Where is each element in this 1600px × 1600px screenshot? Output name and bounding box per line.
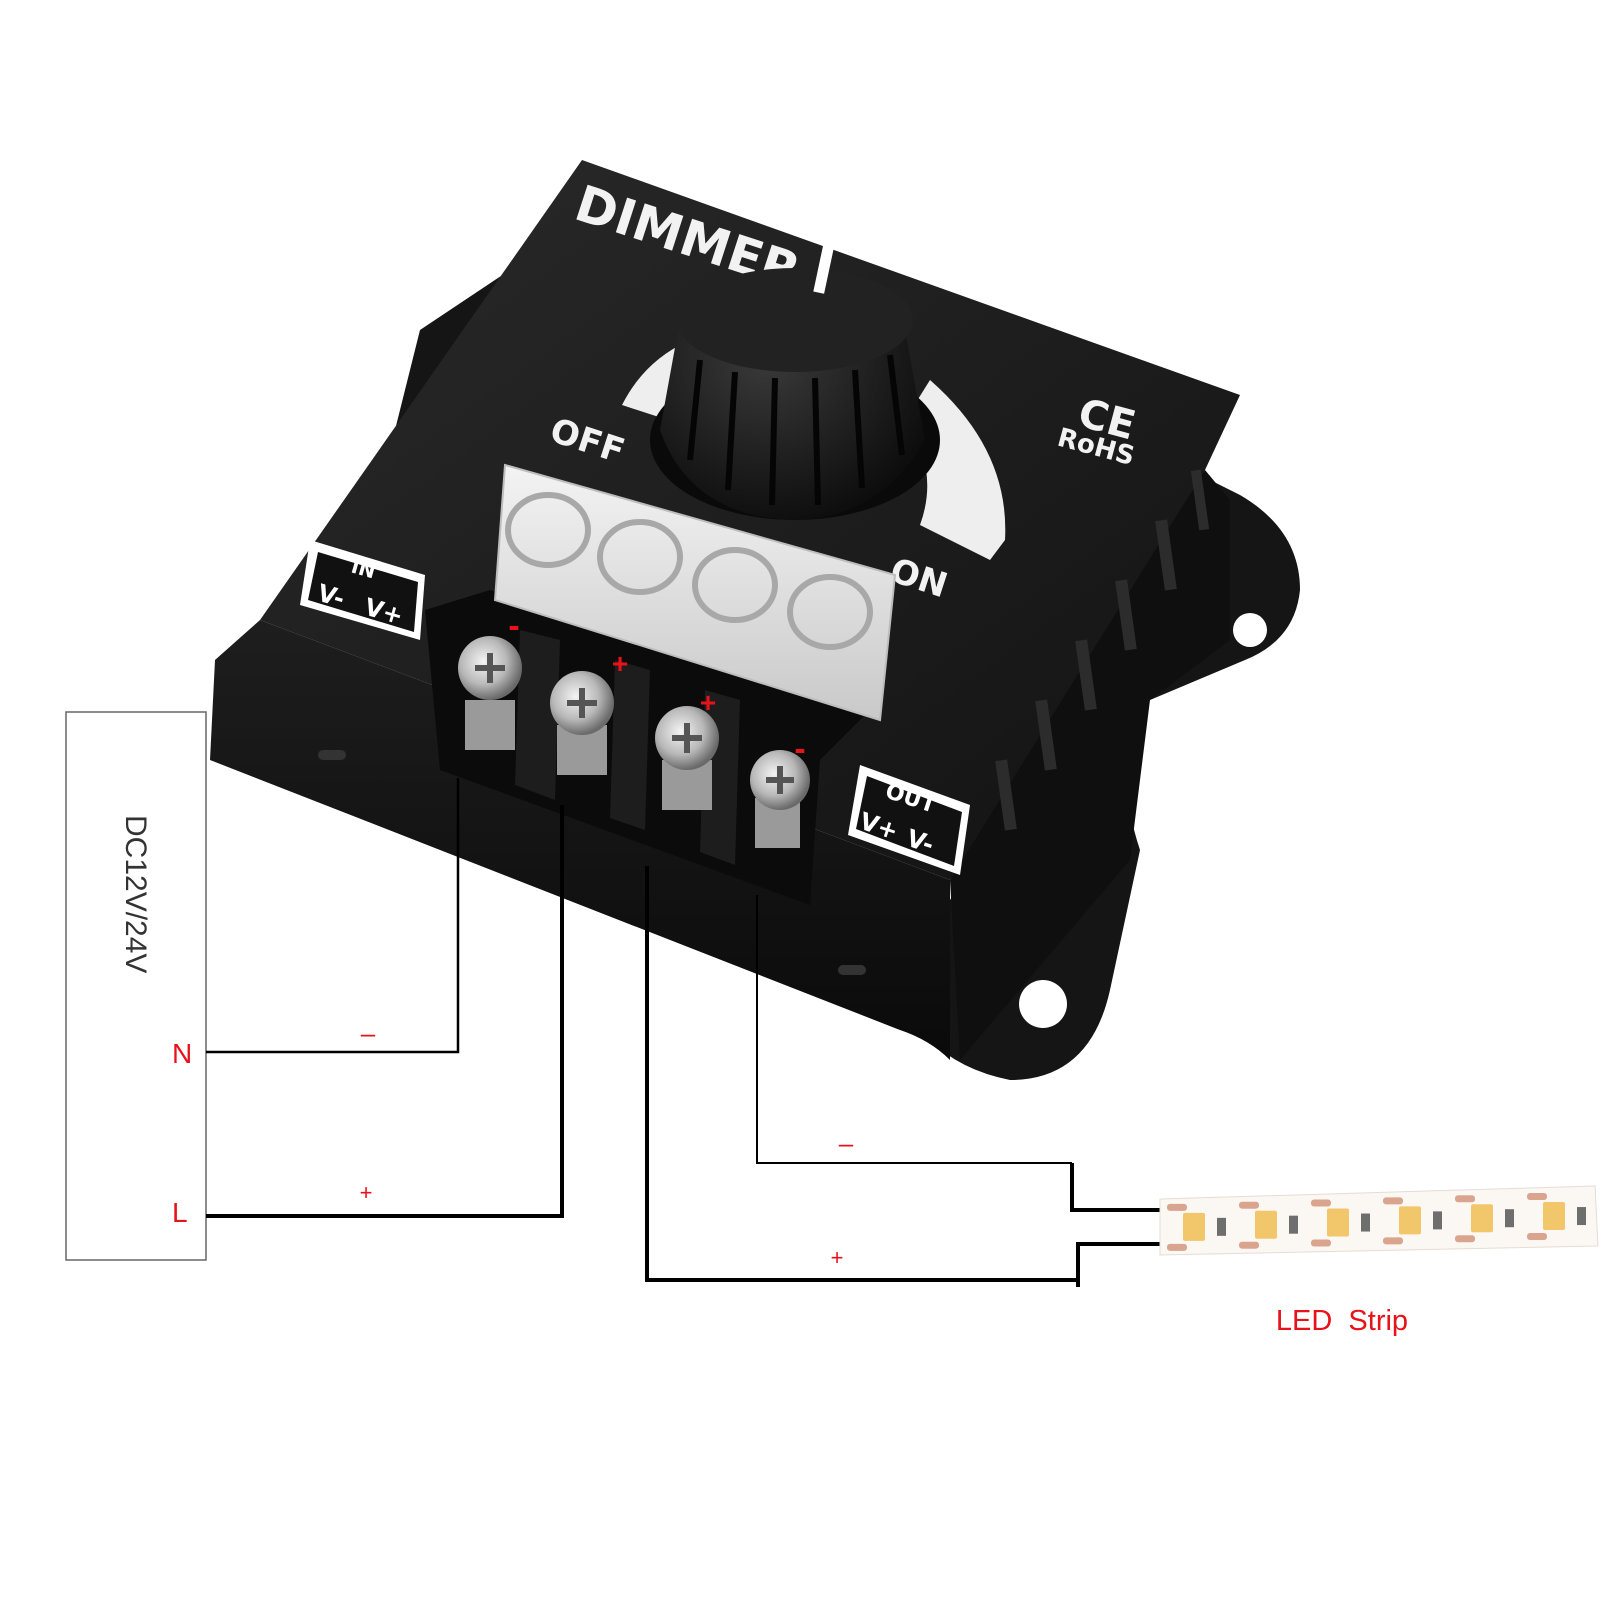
led-strip-label: LED Strip — [1276, 1305, 1408, 1337]
wire-led-pos-to-strip — [1076, 1242, 1165, 1287]
solder-pad — [1311, 1239, 1331, 1247]
device-front-face — [210, 620, 950, 1060]
knob-indicator — [813, 244, 835, 294]
solder-pad — [1239, 1201, 1259, 1209]
solder-pad — [1167, 1203, 1187, 1211]
wire-led-negative-sign: – — [839, 1128, 854, 1158]
device-right-face — [950, 470, 1230, 1060]
terminal-mark-4: - — [794, 730, 805, 768]
solder-pad — [1383, 1197, 1403, 1205]
led-strip — [1159, 1185, 1599, 1256]
resistor — [1505, 1209, 1514, 1228]
terminal-l-label: L — [172, 1197, 188, 1228]
wire-supply-positive-sign: + — [360, 1180, 373, 1205]
dimmer-knob[interactable] — [650, 244, 940, 520]
wire-supply-negative-sign: – — [361, 1018, 376, 1048]
led-chip — [1543, 1202, 1565, 1231]
screw-out-pos — [655, 706, 719, 810]
front-slot-1 — [318, 750, 346, 760]
led-unit — [1527, 1193, 1586, 1241]
wire-led-positive — [645, 866, 1076, 1282]
resistor — [1433, 1211, 1442, 1230]
led-unit — [1239, 1201, 1298, 1249]
power-supply-label: DC12V/24V — [119, 815, 152, 973]
led-unit — [1383, 1197, 1442, 1245]
mounting-hole-right — [1233, 613, 1267, 647]
led-chip — [1255, 1210, 1277, 1239]
wires — [206, 778, 1165, 1287]
terminal-n-label: N — [172, 1038, 192, 1069]
resistor — [1577, 1207, 1586, 1226]
led-chip — [1399, 1206, 1421, 1235]
solder-pad — [1455, 1235, 1475, 1243]
solder-pad — [1455, 1195, 1475, 1203]
terminal-mark-3: + — [700, 687, 716, 718]
front-slot-2 — [838, 965, 866, 975]
screw-out-neg — [750, 750, 810, 848]
power-supply: DC12V/24V N L — [65, 711, 207, 1261]
power-supply-box — [65, 711, 207, 1261]
solder-pad — [1527, 1193, 1547, 1201]
vent-slots — [995, 469, 1210, 831]
solder-pad — [1167, 1243, 1187, 1251]
wire-led-negative — [756, 895, 1072, 1164]
solder-pad — [1311, 1199, 1331, 1207]
led-unit — [1311, 1199, 1370, 1247]
wire-supply-negative — [206, 778, 460, 1054]
terminal-screws — [458, 636, 810, 848]
in-label-block: IN V- V+ — [300, 540, 425, 640]
led-chip — [1183, 1212, 1205, 1241]
terminal-mark-2: + — [612, 648, 628, 679]
terminal-cover — [493, 463, 897, 722]
resistor — [1289, 1215, 1298, 1234]
mounting-hole-bottom — [1019, 980, 1067, 1028]
terminal-mark-1: - — [508, 607, 519, 645]
screw-in-neg — [458, 636, 522, 750]
led-unit — [1167, 1203, 1226, 1251]
led-chip — [1327, 1208, 1349, 1237]
wire-led-positive-sign: + — [831, 1245, 844, 1270]
solder-pad — [1239, 1241, 1259, 1249]
led-unit — [1455, 1195, 1514, 1243]
dimmer-device: DIMMER OFF ON CE RoHS — [210, 160, 1300, 1080]
solder-pad — [1383, 1237, 1403, 1245]
solder-pad — [1527, 1233, 1547, 1241]
resistor — [1361, 1213, 1370, 1232]
led-chip — [1471, 1204, 1493, 1233]
wire-led-neg-to-strip — [1070, 1163, 1165, 1212]
screw-in-pos — [550, 671, 614, 775]
resistor — [1217, 1217, 1226, 1236]
wire-supply-positive — [206, 805, 564, 1218]
